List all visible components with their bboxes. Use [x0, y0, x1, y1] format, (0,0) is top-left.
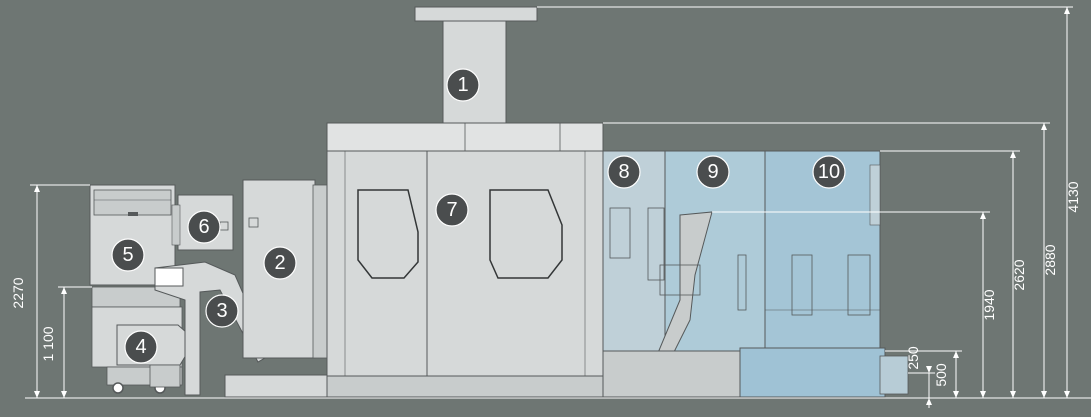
dimension-2620: 2620 [1011, 259, 1027, 290]
callout-9: 9 [696, 155, 730, 189]
dimension-arrows [34, 7, 1070, 405]
callout-number: 10 [818, 161, 840, 183]
main-machine-unit [326, 122, 604, 398]
automation-cell-unit [602, 150, 909, 398]
callout-2: 2 [263, 246, 297, 280]
callout-3: 3 [205, 294, 239, 328]
callout-number: 3 [216, 300, 227, 322]
dimension-lines [30, 6, 1073, 408]
callout-number: 5 [122, 244, 133, 266]
dimension-1940: 1940 [981, 289, 997, 320]
callout-10: 10 [812, 155, 846, 189]
callout-1: 1 [446, 68, 480, 102]
callout-number: 9 [707, 161, 718, 183]
dimension-4130: 4130 [1065, 181, 1081, 212]
chip-conveyor-unit [154, 261, 331, 398]
callout-number: 8 [618, 161, 629, 183]
dimension-250: 250 [905, 346, 921, 370]
callout-number: 7 [446, 199, 457, 221]
callout-number: 2 [274, 252, 285, 274]
callout-6: 6 [187, 210, 221, 244]
callout-7: 7 [435, 193, 469, 227]
dimension-1100: 1 100 [40, 326, 56, 361]
dimension-2270: 2270 [10, 277, 26, 308]
callout-number: 4 [135, 336, 146, 358]
callout-8: 8 [607, 155, 641, 189]
dimension-2880: 2880 [1042, 244, 1058, 275]
callout-number: 1 [457, 74, 468, 96]
callout-4: 4 [124, 330, 158, 364]
callout-number: 6 [198, 216, 209, 238]
callout-5: 5 [111, 238, 145, 272]
exhaust-tower-unit [414, 6, 538, 124]
dimension-500: 500 [933, 363, 949, 387]
